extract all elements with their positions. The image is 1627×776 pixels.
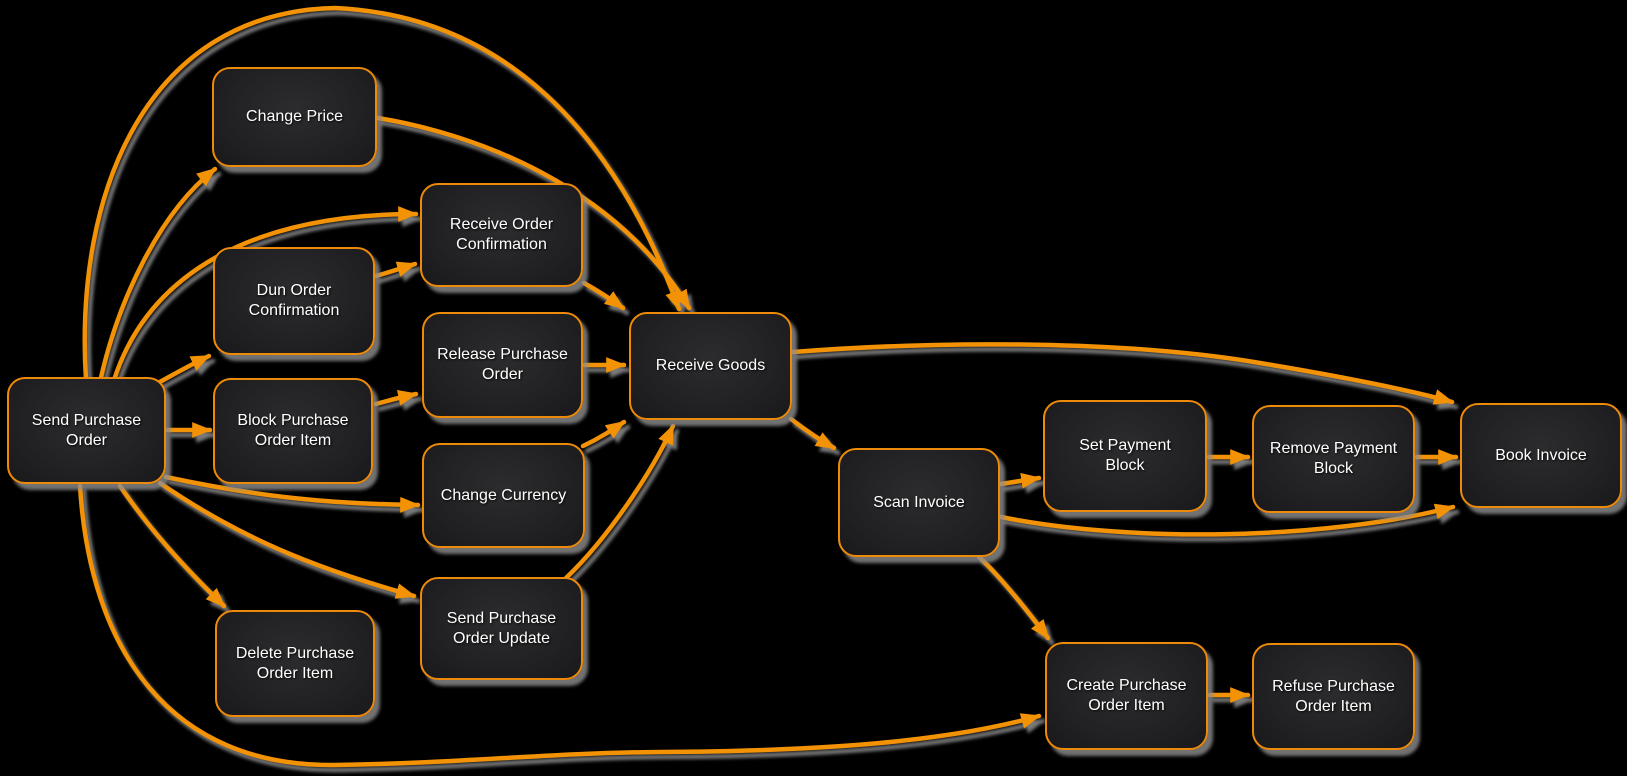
node-delete-purchase-order-item[interactable]: Delete Purchase Order Item [215,610,375,717]
node-label: Set Payment Block [1079,437,1171,474]
node-label: Send Purchase Order [31,411,142,449]
edge-send-purchase-order-to-change-price [97,166,218,385]
node-label: Delete Purchase Order Item [235,644,355,682]
edge-send-purchase-order-to-dun-order-confirmation [155,353,212,386]
edge-send-purchase-order-to-delete-purchase-order-item [117,483,227,609]
edge-send-purchase-order-to-create-purchase-order-item [77,483,1042,768]
node-label: Block Purchase Order Item [237,412,349,449]
edge-receive-order-confirmation-to-receive-goods [581,280,626,311]
edge-scan-invoice-to-set-payment-block [998,472,1042,489]
node-receive-goods[interactable]: Receive Goods [629,312,792,420]
node-label: Book Invoice [1495,446,1587,464]
node-label: Change Currency [440,486,567,504]
edge-scan-invoice-to-create-purchase-order-item [976,554,1051,641]
node-label: Remove Payment Block [1269,440,1398,477]
node-label: Release Purchase Order [437,346,568,383]
edge-send-purchase-order-to-receive-goods [82,5,682,383]
edge-receive-goods-to-book-invoice [790,342,1455,405]
edge-send-purchase-order-update-to-receive-goods [563,423,676,581]
node-set-payment-block[interactable]: Set Payment Block [1043,400,1207,512]
edge-receive-goods-to-scan-invoice [788,416,837,451]
edge-scan-invoice-to-book-invoice [998,503,1456,537]
node-label: Dun Order Confirmation [248,282,340,319]
node-label: Create Purchase Order Item [1066,677,1187,714]
node-refuse-purchase-order-item[interactable]: Refuse Purchase Order Item [1252,643,1415,750]
node-label: Change Price [246,108,343,125]
edge-change-currency-to-receive-goods [580,419,627,449]
node-change-price[interactable]: Change Price [212,67,377,167]
edge-block-purchase-order-item-to-release-purchase-order [373,389,419,407]
node-label: Send Purchase Order Update [446,609,557,647]
node-release-purchase-order[interactable]: Release Purchase Order [422,312,583,418]
node-send-purchase-order[interactable]: Send Purchase Order [7,377,166,484]
node-send-purchase-order-update[interactable]: Send Purchase Order Update [420,577,583,680]
node-change-currency[interactable]: Change Currency [422,443,585,548]
edge-send-purchase-order-to-change-currency [163,474,421,513]
edge-send-purchase-order-to-send-purchase-order-update [157,480,417,599]
node-create-purchase-order-item[interactable]: Create Purchase Order Item [1045,642,1208,750]
node-label: Scan Invoice [873,493,965,511]
node-book-invoice[interactable]: Book Invoice [1460,403,1622,508]
edge-change-price-to-receive-goods [375,115,692,311]
node-block-purchase-order-item[interactable]: Block Purchase Order Item [213,378,373,484]
node-receive-order-confirmation[interactable]: Receive Order Confirmation [420,183,583,287]
node-dun-order-confirmation[interactable]: Dun Order Confirmation [213,247,375,355]
node-remove-payment-block[interactable]: Remove Payment Block [1252,405,1415,513]
node-label: Receive Order Confirmation [449,216,554,253]
edge-dun-order-confirmation-to-receive-order-confirmation [373,261,418,279]
node-label: Refuse Purchase Order Item [1272,677,1395,715]
node-scan-invoice[interactable]: Scan Invoice [838,448,1000,557]
node-label: Receive Goods [655,357,766,374]
